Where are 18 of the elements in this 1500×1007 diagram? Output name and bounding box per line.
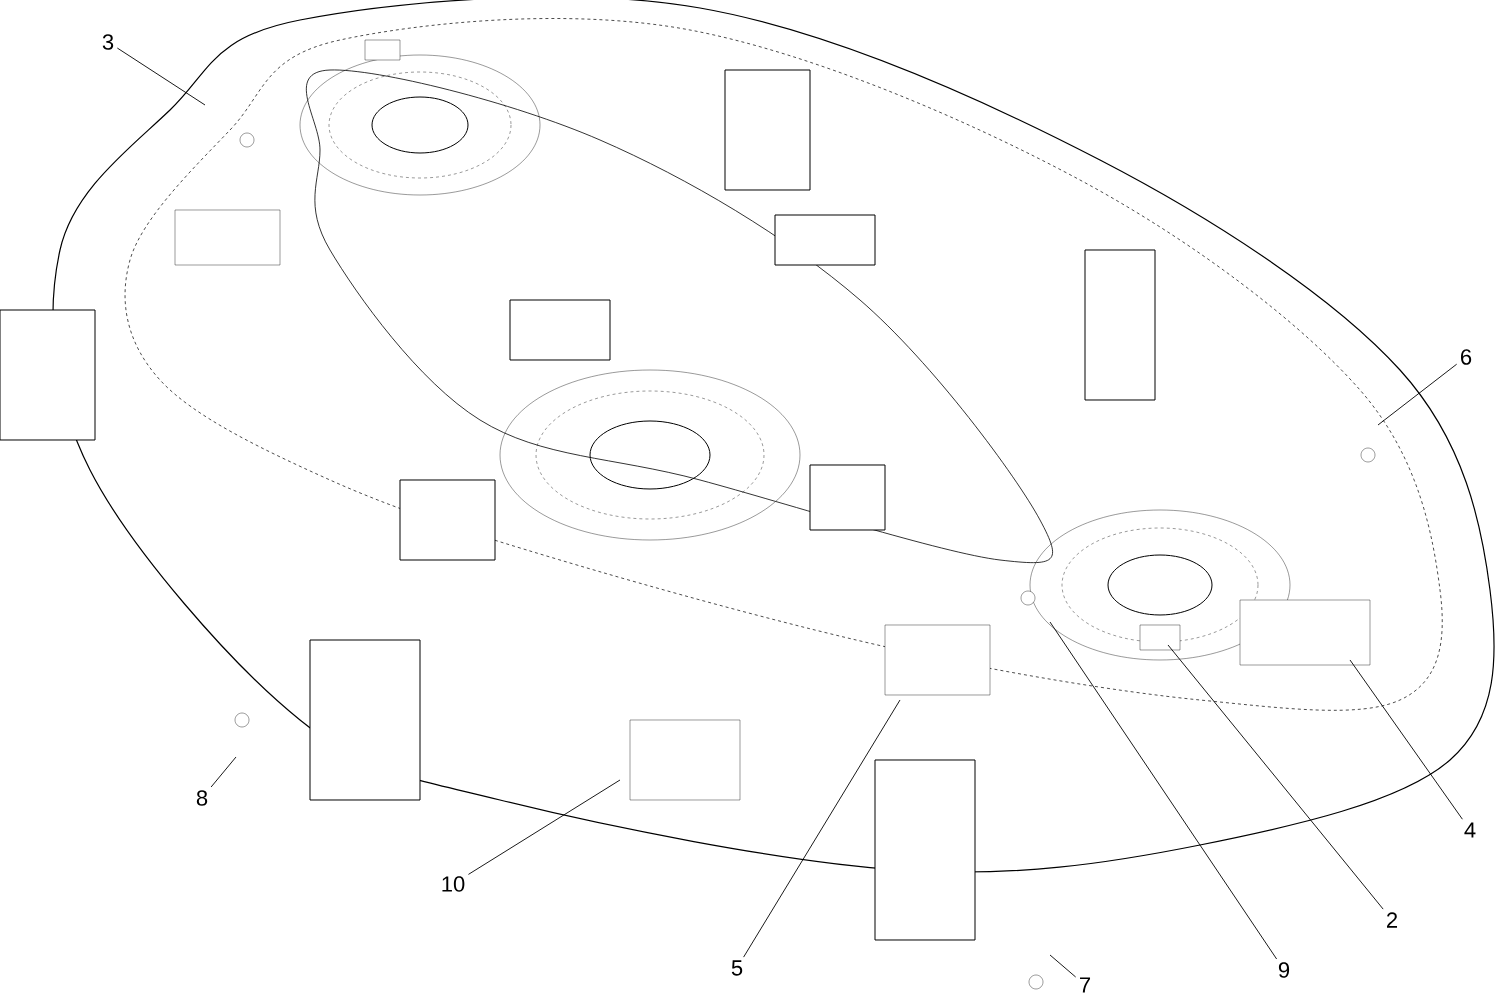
leader-line [1049, 621, 1278, 960]
leader-line [743, 699, 901, 958]
leader-line [468, 779, 621, 875]
callout-number: 2 [1387, 912, 1397, 928]
callout-number: 5 [731, 960, 743, 976]
callout-number: 3 [102, 34, 114, 50]
leader-line [1377, 363, 1458, 426]
leader-line [210, 756, 237, 788]
callout-number: 10 [442, 876, 465, 892]
callout-number: 6 [1461, 349, 1472, 365]
leader-line [1049, 954, 1077, 978]
leader-line [1167, 644, 1384, 910]
leader-line [116, 47, 206, 106]
callout-number: 8 [196, 790, 208, 806]
callout-number: 4 [1464, 822, 1476, 838]
callout-number: 7 [1080, 977, 1090, 993]
leader-line [1349, 659, 1463, 820]
callout-number: 9 [1278, 962, 1290, 978]
